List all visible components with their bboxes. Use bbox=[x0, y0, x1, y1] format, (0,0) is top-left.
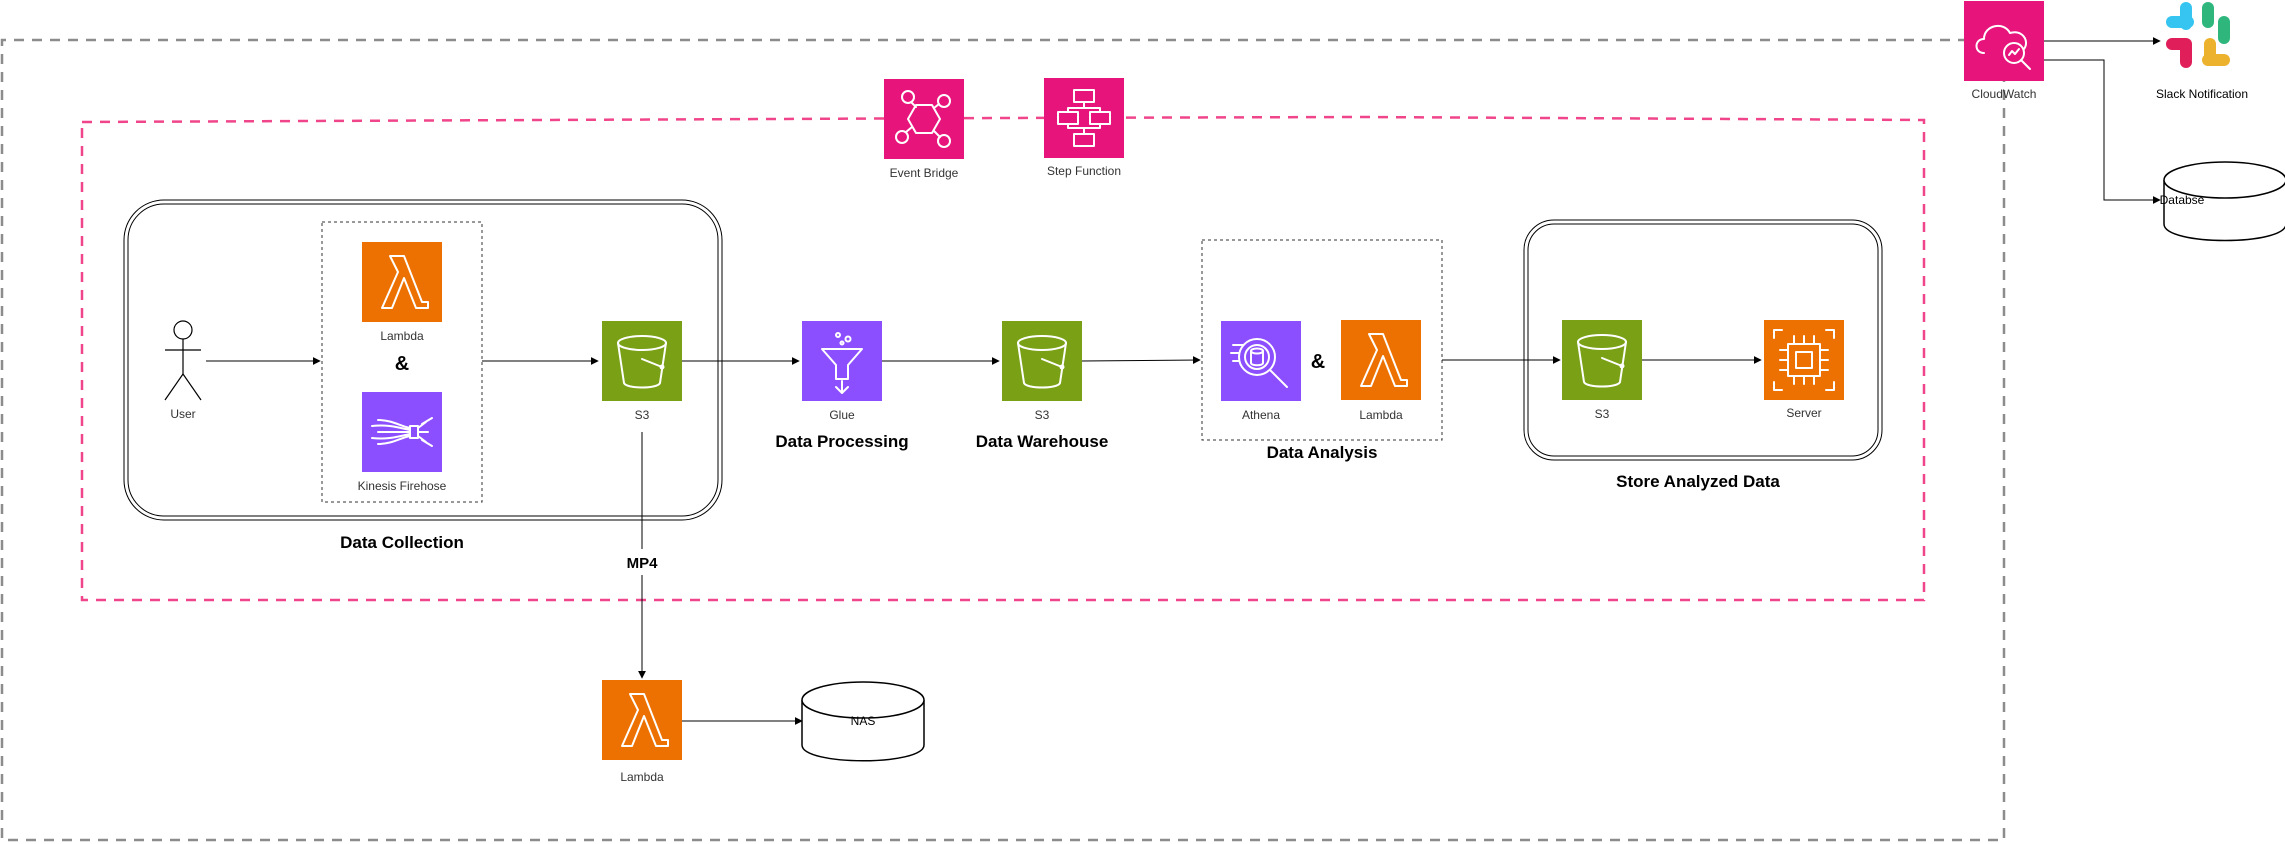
ec2-chip-icon[interactable] bbox=[1764, 320, 1844, 400]
event-bridge-icon[interactable] bbox=[884, 79, 964, 159]
step-function-label: Step Function bbox=[1047, 164, 1121, 178]
ampersand-analysis: & bbox=[1311, 351, 1325, 373]
nas-label: NAS bbox=[851, 714, 876, 728]
s3-bucket-icon[interactable] bbox=[1562, 320, 1642, 400]
lambda-bottom-label: Lambda bbox=[620, 770, 664, 784]
outer-boundary bbox=[0, 38, 2006, 842]
mp4-edge-label: MP4 bbox=[627, 555, 659, 572]
analysis-group bbox=[1201, 239, 1443, 441]
server-label: Server bbox=[1786, 406, 1821, 420]
lambda-top-label: Lambda bbox=[380, 329, 424, 343]
database-icon bbox=[2163, 161, 2285, 242]
lambda-icon[interactable] bbox=[602, 680, 682, 760]
edges bbox=[206, 37, 2161, 725]
data-analysis-title: Data Analysis bbox=[1267, 443, 1378, 462]
store-analyzed-title: Store Analyzed Data bbox=[1616, 472, 1780, 491]
data-processing-title: Data Processing bbox=[775, 432, 908, 451]
lambda-icon[interactable] bbox=[1341, 320, 1421, 400]
s3-collection-label: S3 bbox=[635, 408, 650, 422]
kinesis-firehose-icon[interactable] bbox=[362, 392, 442, 472]
user-actor bbox=[164, 320, 202, 401]
workflow-boundary bbox=[80, 115, 1926, 602]
mp4-label-bg bbox=[622, 549, 662, 575]
lambda-icon[interactable] bbox=[362, 242, 442, 322]
athena-icon[interactable] bbox=[1221, 321, 1301, 401]
step-function-icon[interactable] bbox=[1044, 78, 1124, 158]
s3-warehouse-label: S3 bbox=[1035, 408, 1050, 422]
athena-label: Athena bbox=[1242, 408, 1280, 422]
data-collection-title: Data Collection bbox=[340, 533, 464, 552]
data-warehouse-title: Data Warehouse bbox=[976, 432, 1109, 451]
edge-warehouse-to-analysis bbox=[1081, 356, 1201, 365]
cloudwatch-icon[interactable] bbox=[1964, 1, 2044, 81]
database-label: Databse bbox=[2160, 193, 2205, 207]
glue-icon[interactable] bbox=[802, 321, 882, 401]
user-label: User bbox=[170, 407, 195, 421]
glue-label: Glue bbox=[829, 408, 855, 422]
event-bridge-label: Event Bridge bbox=[890, 166, 959, 180]
slack-icon[interactable] bbox=[2166, 2, 2230, 68]
s3-bucket-icon[interactable] bbox=[1002, 321, 1082, 401]
edge-cloudwatch-to-database bbox=[2044, 59, 2161, 204]
ingest-group bbox=[321, 221, 483, 503]
slack-label: Slack Notification bbox=[2156, 87, 2248, 101]
kinesis-label: Kinesis Firehose bbox=[358, 479, 447, 493]
store-analyzed-group bbox=[1523, 219, 1883, 461]
data-collection-group bbox=[123, 199, 723, 521]
ampersand-collection: & bbox=[395, 353, 409, 375]
s3-store-label: S3 bbox=[1595, 407, 1610, 421]
lambda-analysis-label: Lambda bbox=[1359, 408, 1403, 422]
s3-bucket-icon[interactable] bbox=[602, 321, 682, 401]
cloudwatch-label: CloudWatch bbox=[1972, 87, 2037, 101]
nas-database-icon bbox=[801, 681, 925, 762]
